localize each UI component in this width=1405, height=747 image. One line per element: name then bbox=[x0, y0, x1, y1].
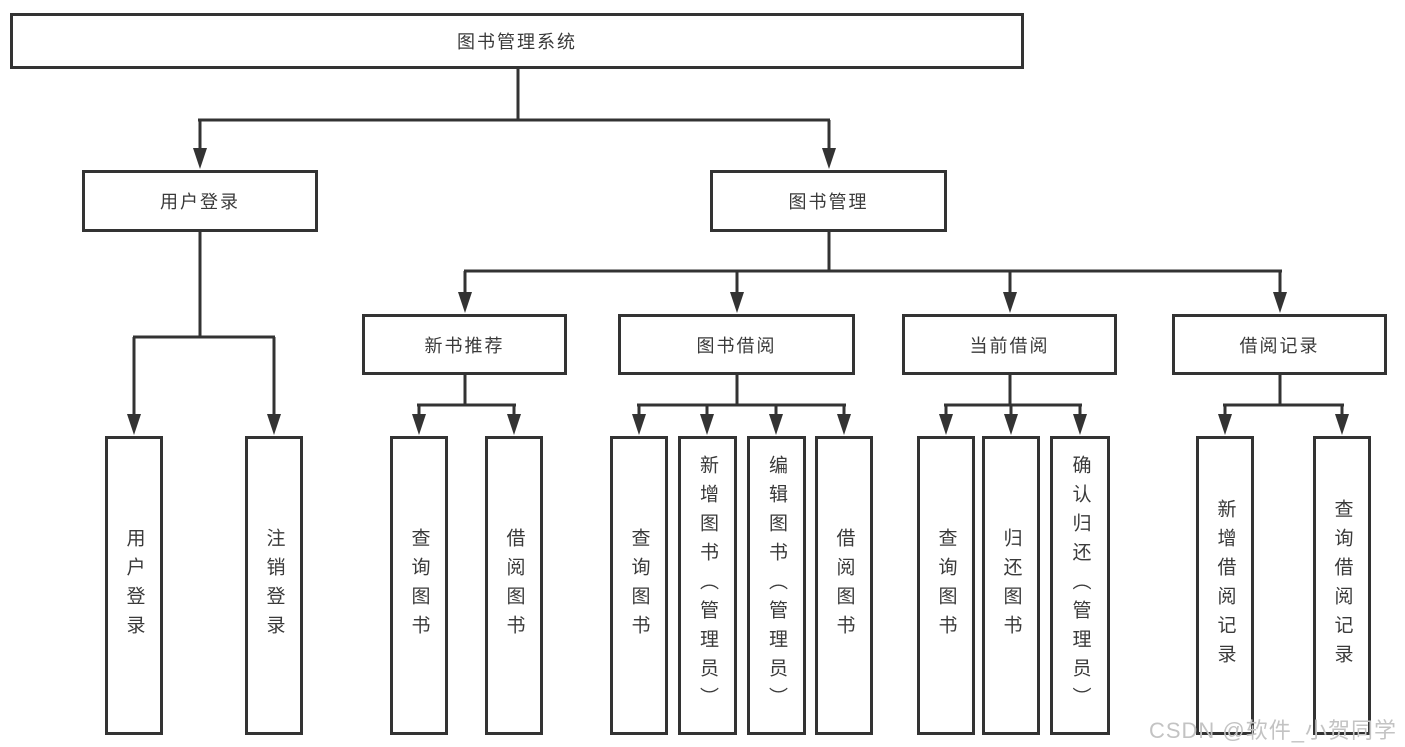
leaf-confirm-return-admin: 确认归还（管理员） bbox=[1050, 436, 1110, 735]
node-book-management-module: 图书管理 bbox=[710, 170, 947, 232]
leaf-borrow-query-book: 查询图书 bbox=[610, 436, 668, 735]
leaf-current-query-book: 查询图书 bbox=[917, 436, 975, 735]
leaf-add-book-admin: 新增图书（管理员） bbox=[678, 436, 737, 735]
node-book-borrow: 图书借阅 bbox=[618, 314, 855, 375]
leaf-newrec-borrow-book: 借阅图书 bbox=[485, 436, 543, 735]
leaf-return-book: 归还图书 bbox=[982, 436, 1040, 735]
node-root-system: 图书管理系统 bbox=[10, 13, 1024, 69]
leaf-add-borrow-record: 新增借阅记录 bbox=[1196, 436, 1254, 735]
leaf-newrec-query-book: 查询图书 bbox=[390, 436, 448, 735]
leaf-user-login: 用户登录 bbox=[105, 436, 163, 735]
node-new-book-recommend: 新书推荐 bbox=[362, 314, 567, 375]
node-borrow-records: 借阅记录 bbox=[1172, 314, 1387, 375]
leaf-query-borrow-record: 查询借阅记录 bbox=[1313, 436, 1371, 735]
leaf-borrow-book: 借阅图书 bbox=[815, 436, 873, 735]
leaf-logout: 注销登录 bbox=[245, 436, 303, 735]
node-user-login-module: 用户登录 bbox=[82, 170, 318, 232]
leaf-edit-book-admin: 编辑图书（管理员） bbox=[747, 436, 806, 735]
csdn-watermark: CSDN @软件_小贺同学 bbox=[1148, 718, 1397, 743]
node-current-borrow: 当前借阅 bbox=[902, 314, 1117, 375]
